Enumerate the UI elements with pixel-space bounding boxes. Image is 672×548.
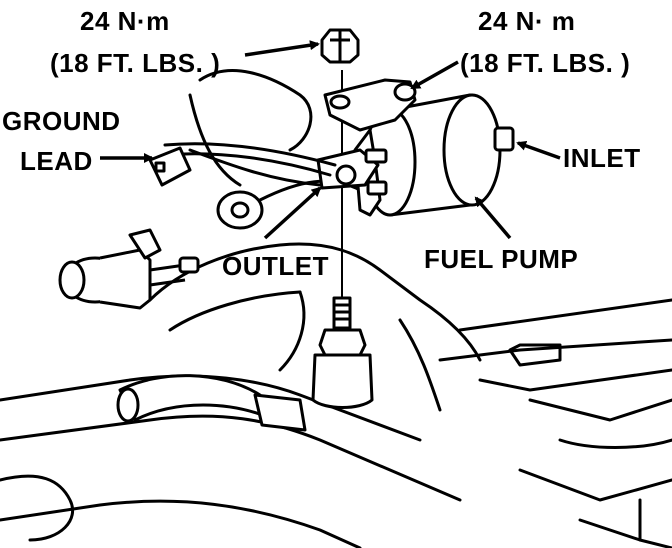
mounting-stud — [311, 296, 374, 409]
fuel-pump-body — [316, 78, 515, 217]
label-ground-lead-line1: GROUND — [2, 106, 121, 136]
label-torque-right-metric: 24 N· m — [478, 6, 575, 36]
arrow-outlet — [263, 186, 322, 240]
label-torque-left-metric: 24 N·m — [80, 6, 170, 36]
top-mounting-nut — [320, 28, 360, 64]
ground-lead-wire — [163, 142, 337, 187]
label-torque-right-imperial: (18 FT. LBS. ) — [460, 48, 630, 78]
fuel-hose-lower — [116, 374, 307, 432]
engine-intake-manifold — [0, 69, 672, 548]
label-inlet: INLET — [563, 143, 641, 173]
label-torque-left-imperial: (18 FT. LBS. ) — [50, 48, 220, 78]
arrow-fuel-pump — [474, 196, 512, 240]
callout-arrows — [100, 40, 561, 240]
vacuum-actuator — [58, 228, 200, 310]
label-ground-lead-line2: LEAD — [20, 146, 93, 176]
arrow-inlet — [516, 140, 561, 160]
arrow-left-torque — [244, 40, 320, 57]
label-fuel-pump: FUEL PUMP — [424, 244, 578, 274]
callout-labels: 24 N·m (18 FT. LBS. ) 24 N· m (18 FT. LB… — [2, 6, 641, 281]
ground-lead-connector — [148, 146, 192, 187]
label-outlet: OUTLET — [222, 251, 329, 281]
arrow-right-torque — [410, 60, 459, 90]
